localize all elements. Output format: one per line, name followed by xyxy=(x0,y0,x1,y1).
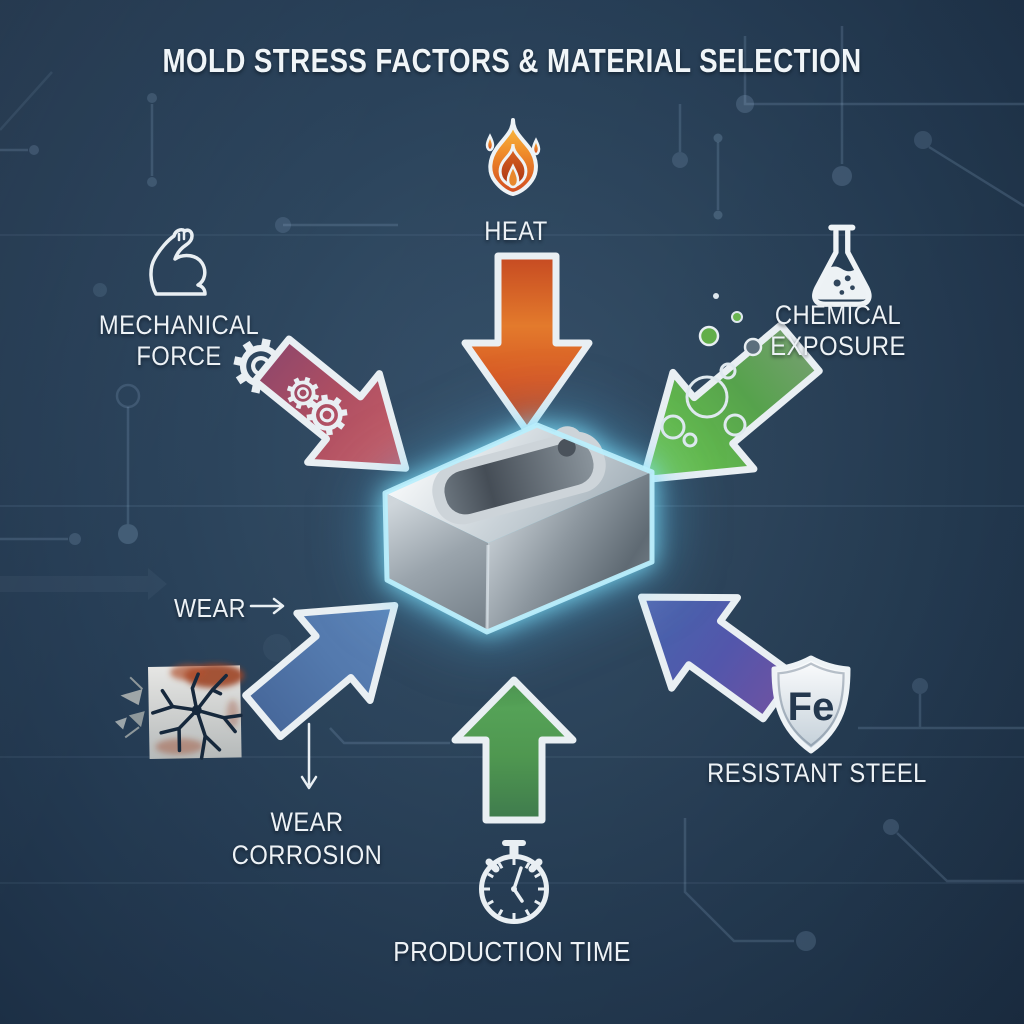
corrosion-pointer-arrow xyxy=(300,722,318,790)
floating-bubbles xyxy=(698,293,763,357)
production-time-label: PRODUCTION TIME xyxy=(393,936,631,967)
heat-label: HEAT xyxy=(484,216,548,246)
watermark-arrow xyxy=(0,568,167,600)
wear-corrosion-label: WEAR CORROSION xyxy=(231,807,383,870)
mold-block xyxy=(382,422,655,635)
production-time-arrow xyxy=(455,680,573,820)
flask-icon xyxy=(812,224,872,307)
chemical-arrow xyxy=(602,300,840,528)
flame-icon xyxy=(485,118,541,196)
wear-label: WEAR xyxy=(174,593,246,623)
resistant-steel-arrow xyxy=(609,552,812,743)
stopwatch-icon xyxy=(479,840,549,924)
muscle-arm-icon xyxy=(149,228,207,296)
shield-symbol: Fe xyxy=(788,685,835,729)
heat-arrow xyxy=(465,256,589,431)
fe-shield-icon: Fe xyxy=(771,655,851,754)
resistant-steel-label: RESISTANT STEEL xyxy=(707,758,927,788)
cracked-surface-icon xyxy=(114,663,245,760)
wear-pointer-arrow xyxy=(249,597,285,615)
mechanical-force-label: MECHANICAL FORCE xyxy=(98,310,260,371)
wear-arrow xyxy=(226,562,431,760)
chemical-bubbles xyxy=(660,362,747,448)
page-title: MOLD STRESS FACTORS & MATERIAL SELECTION xyxy=(162,42,862,79)
mold-cavity xyxy=(432,426,606,525)
circuit-traces xyxy=(0,26,1024,951)
chemical-exposure-label: CHEMICAL EXPOSURE xyxy=(770,300,906,361)
